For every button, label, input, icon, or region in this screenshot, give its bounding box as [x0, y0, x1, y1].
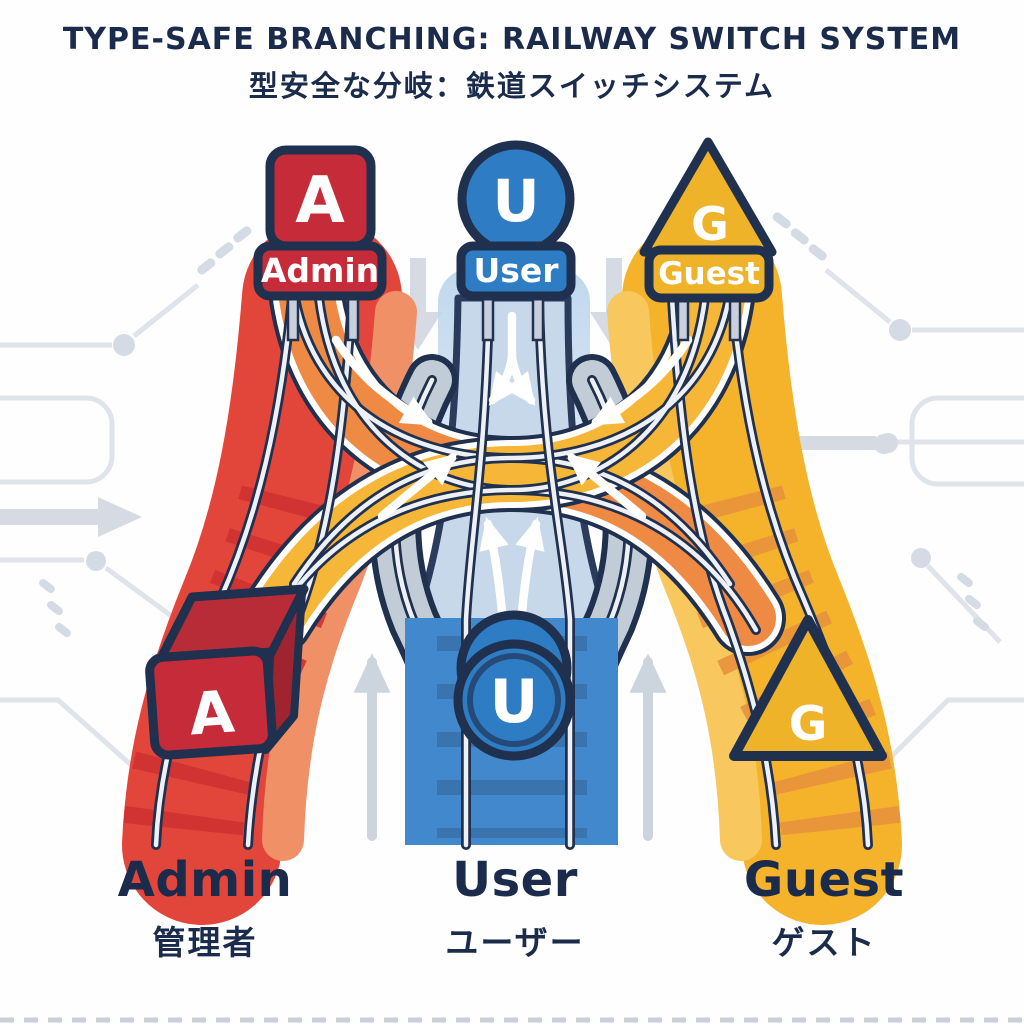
user-route-fork-down-icon: [488, 311, 536, 406]
lane-label-admin: Admin 管理者: [65, 852, 345, 964]
title-block: TYPE-SAFE BRANCHING: RAILWAY SWITCH SYST…: [0, 22, 1024, 105]
lane-label-admin-en: Admin: [117, 852, 293, 908]
user-sign: U User: [456, 140, 576, 301]
page-title: TYPE-SAFE BRANCHING: RAILWAY SWITCH SYST…: [62, 22, 962, 57]
user-badge-letter: U: [492, 167, 539, 235]
guest-marker-letter: G: [789, 697, 828, 752]
guest-sign: G Guest: [639, 137, 777, 303]
switch-route-arrows: [331, 311, 693, 657]
guest-badge-letter: G: [691, 197, 729, 251]
lane-label-guest: Guest ゲスト: [684, 852, 964, 964]
admin-sign-label: Admin: [261, 251, 379, 290]
user-sign-label: User: [473, 251, 559, 290]
guest-triangle-marker: G: [729, 615, 887, 761]
lane-label-user-ja: ユーザー: [445, 923, 585, 962]
lane-label-guest-ja: ゲスト: [771, 923, 877, 962]
user-coin-marker: U: [453, 610, 575, 761]
user-marker-letter: U: [490, 667, 539, 737]
lane-label-guest-en: Guest: [743, 852, 905, 908]
lane-label-user-en: User: [452, 852, 578, 908]
merge-arrow-up-left-icon: [566, 453, 647, 521]
page-subtitle-ja: 型安全な分岐：鉄道スイッチシステム: [248, 69, 776, 103]
right-arrow-icon: [0, 497, 142, 537]
admin-sign: A Admin: [253, 145, 387, 301]
admin-route-arrow-icon: [331, 335, 435, 427]
merge-arrow-up-right-icon: [377, 453, 458, 521]
guest-sign-plate: [644, 245, 774, 303]
admin-cube-marker: A: [145, 584, 309, 760]
admin-marker-letter: A: [187, 677, 237, 748]
lane-label-admin-ja: 管理者: [152, 923, 258, 962]
user-sign-plate: [456, 241, 576, 301]
guest-sign-label: Guest: [658, 256, 760, 292]
lane-label-user: User ユーザー: [375, 852, 655, 964]
guest-route-arrow-icon: [589, 335, 693, 427]
admin-badge-letter: A: [295, 164, 345, 238]
admin-sign-plate: [253, 241, 387, 301]
